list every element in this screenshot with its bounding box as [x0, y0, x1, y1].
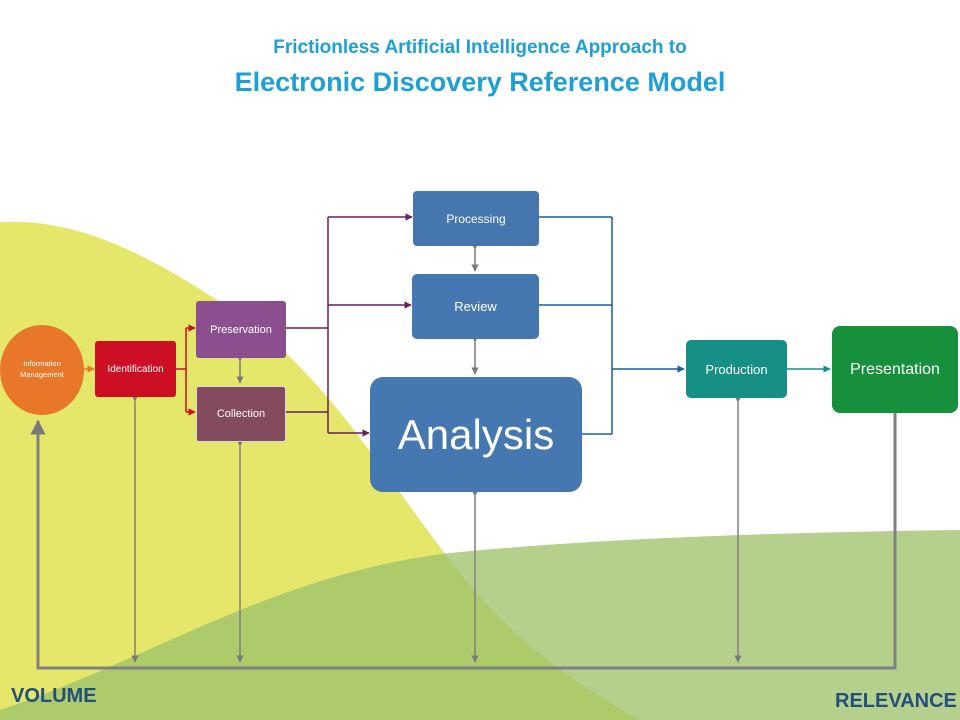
feedback-loop: [30, 413, 897, 670]
node-processing: Processing: [413, 191, 539, 246]
node-review: Review: [412, 274, 539, 339]
node-identification: Identification: [95, 341, 176, 397]
relevance-label: RELEVANCE: [835, 690, 957, 712]
diagram-title-line1: Frictionless Artificial Intelligence App…: [273, 37, 687, 58]
node-presentation-label: Presentation: [850, 360, 940, 378]
node-review-label: Review: [454, 299, 497, 314]
node-analysis: Analysis: [370, 377, 582, 492]
node-collection-label: Collection: [216, 408, 266, 420]
node-information-management: Information Management: [0, 325, 84, 415]
relevance-area: [0, 530, 960, 720]
node-preservation: Preservation: [196, 301, 286, 358]
node-preservation-label: Preservation: [210, 323, 272, 336]
node-presentation: Presentation: [832, 326, 958, 413]
node-processing-label: Processing: [446, 211, 506, 226]
node-collection: Collection: [196, 386, 286, 442]
node-information-management-label: Information Management: [20, 359, 64, 379]
node-production-label: Production: [705, 361, 768, 377]
diagram-title-line2: Electronic Discovery Reference Model: [234, 67, 726, 97]
volume-label: VOLUME: [11, 685, 97, 707]
node-production: Production: [686, 340, 787, 398]
node-analysis-label: Analysis: [397, 410, 555, 458]
node-identification-label: Identification: [107, 363, 164, 375]
